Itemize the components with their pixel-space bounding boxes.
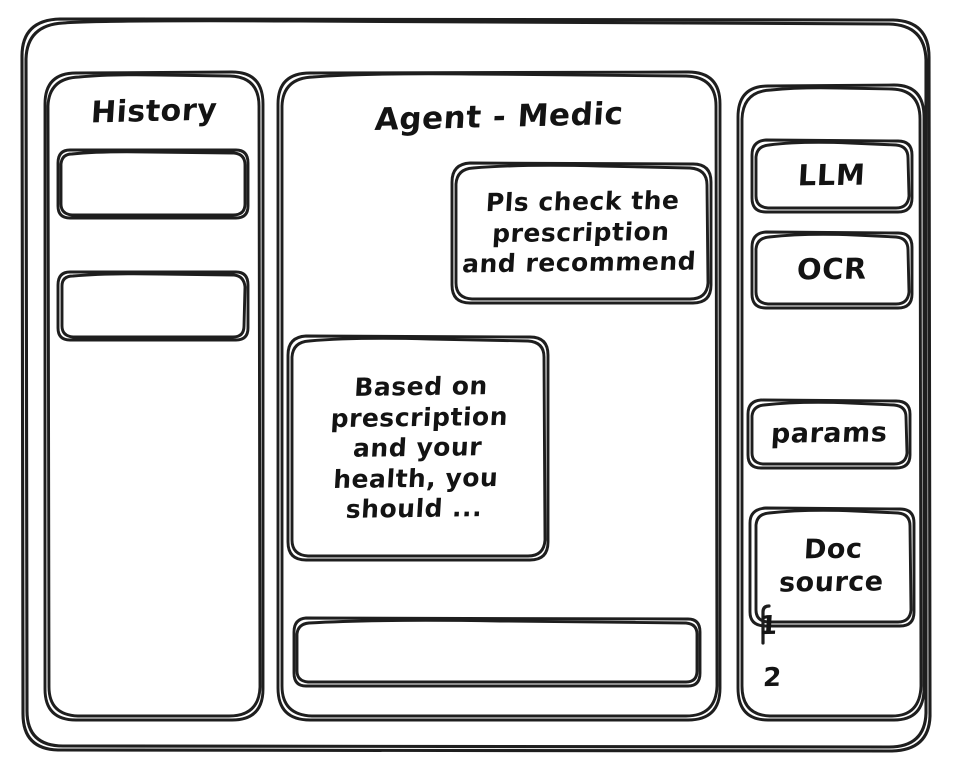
tool-chip-label: LLM bbox=[797, 157, 867, 193]
history-title-text: History bbox=[89, 92, 219, 131]
chat-message-text: Pls check the prescription and recommend bbox=[461, 186, 698, 279]
tool-chip-doc-source[interactable]: Doc source bbox=[750, 508, 914, 626]
history-list-item[interactable] bbox=[58, 272, 248, 340]
agent-title-text: Agent - Medic bbox=[373, 96, 625, 139]
tool-chip-label: OCR bbox=[796, 251, 868, 287]
chat-message-assistant: Based on prescription and your health, y… bbox=[288, 336, 548, 560]
chat-message-text: Based on prescription and your health, y… bbox=[330, 370, 510, 524]
doc-source-list-item[interactable]: 1 bbox=[748, 610, 788, 644]
history-list-item[interactable] bbox=[58, 150, 248, 218]
history-panel-title: History bbox=[45, 92, 263, 132]
message-composer-input[interactable] bbox=[294, 618, 700, 686]
tool-chip-llm[interactable]: LLM bbox=[752, 140, 912, 212]
tool-chip-label: params bbox=[769, 416, 889, 450]
doc-source-list-marker: 2 bbox=[761, 663, 783, 694]
tool-chip-ocr[interactable]: OCR bbox=[752, 232, 912, 308]
doc-source-list-marker: 1 bbox=[757, 611, 779, 642]
doc-source-list-item[interactable]: 2 bbox=[752, 662, 792, 696]
agent-panel-title: Agent - Medic bbox=[278, 96, 720, 139]
chat-message-user: Pls check the prescription and recommend bbox=[452, 163, 710, 303]
tool-chip-label: Doc source bbox=[777, 533, 885, 599]
tool-chip-params[interactable]: params bbox=[748, 400, 910, 468]
